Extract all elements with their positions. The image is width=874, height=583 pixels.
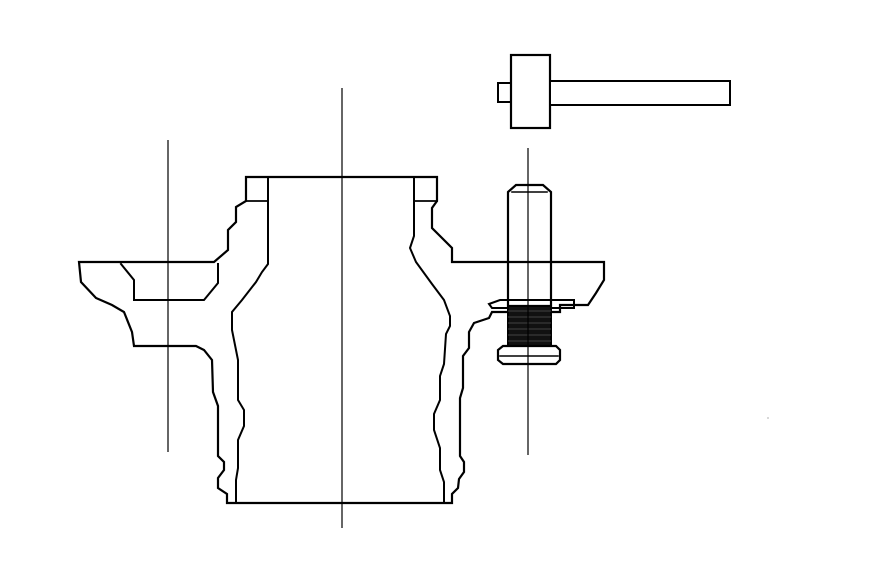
stud-head [496, 344, 562, 366]
speck [767, 417, 769, 419]
bore-wall-right [408, 177, 451, 503]
bore-wall-left [231, 177, 269, 503]
stud-knurl [507, 305, 552, 347]
stud-seat [487, 299, 575, 309]
stud-knurl-pattern [508, 310, 551, 342]
hub-outline [77, 175, 606, 505]
stud-shank [506, 183, 553, 308]
press-tool-body [509, 53, 552, 130]
press-tool-pilot [497, 82, 512, 103]
press-tool-shaft [549, 80, 731, 106]
flange-pocket [119, 262, 219, 301]
